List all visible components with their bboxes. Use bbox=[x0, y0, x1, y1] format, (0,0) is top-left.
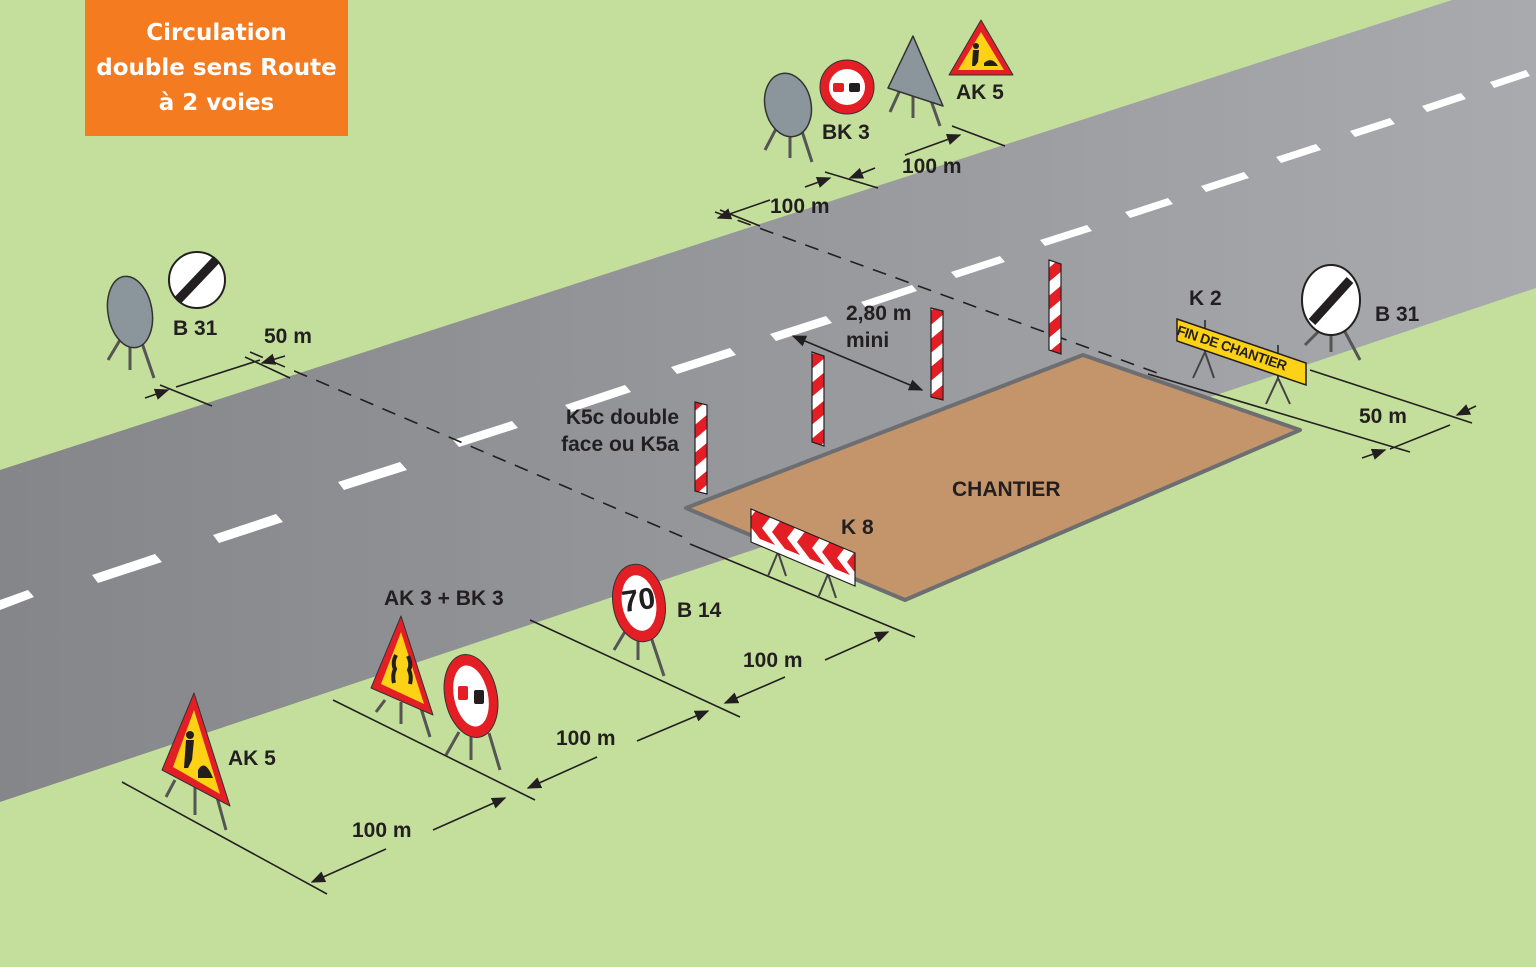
ak3-sign bbox=[370, 615, 434, 738]
distance-left-50: 50 m bbox=[264, 325, 312, 348]
k5-beacon-3 bbox=[930, 307, 944, 401]
sign-back-oval-left bbox=[106, 275, 156, 379]
sign-back-oval-far bbox=[763, 72, 814, 163]
k5-beacon-1 bbox=[694, 401, 708, 495]
distance-near-100-a: 100 m bbox=[743, 649, 803, 672]
k2-panel bbox=[1176, 317, 1307, 405]
sign-back-triangle-far bbox=[887, 35, 944, 127]
distance-far-100-b: 100 m bbox=[902, 155, 962, 178]
label-k5: K5c double face ou K5a bbox=[549, 404, 679, 458]
b14-speed-value: 70 bbox=[619, 581, 658, 620]
label-min-width-value: 2,80 m bbox=[846, 302, 912, 325]
b31-sign-right bbox=[1301, 264, 1362, 361]
label-k5-line-1: K5c double bbox=[565, 406, 679, 429]
label-min-width: 2,80 m mini bbox=[846, 300, 911, 354]
k5-beacon-4 bbox=[1048, 259, 1062, 355]
distance-right-50: 50 m bbox=[1359, 405, 1407, 428]
title-line-3: à 2 voies bbox=[158, 89, 275, 116]
ak5-sign-far bbox=[948, 19, 1014, 76]
diagram-title: Circulation double sens Route à 2 voies bbox=[85, 0, 348, 136]
bk3-sign-near bbox=[443, 654, 502, 771]
label-ak5-near: AK 5 bbox=[228, 747, 276, 770]
title-line-1: Circulation bbox=[146, 19, 287, 46]
b14-speed-sign bbox=[612, 563, 666, 677]
label-chantier: CHANTIER bbox=[952, 478, 1061, 501]
label-b31-left: B 31 bbox=[173, 317, 218, 340]
bk3-sign-far bbox=[819, 59, 875, 115]
k5-beacon-2 bbox=[811, 351, 825, 447]
label-k8: K 8 bbox=[841, 516, 874, 539]
distance-far-100-a: 100 m bbox=[770, 195, 830, 218]
label-min-width-suffix: mini bbox=[846, 329, 890, 352]
b31-sign-left bbox=[168, 251, 226, 309]
label-b31-right: B 31 bbox=[1375, 303, 1420, 326]
label-b14: B 14 bbox=[677, 599, 722, 622]
k5-beacons bbox=[694, 259, 1062, 495]
distance-near-100-c: 100 m bbox=[352, 819, 412, 842]
label-bk3-far: BK 3 bbox=[822, 121, 870, 144]
dashed-guide-lines bbox=[249, 211, 1161, 541]
dimension-lines bbox=[121, 125, 1477, 895]
label-ak3-bk3: AK 3 + BK 3 bbox=[384, 587, 504, 610]
road bbox=[0, 0, 1536, 802]
lane-markings bbox=[0, 70, 1530, 610]
distance-near-100-b: 100 m bbox=[556, 727, 616, 750]
label-ak5-far: AK 5 bbox=[956, 81, 1004, 104]
title-line-2: double sens Route bbox=[96, 54, 337, 81]
label-k5-line-2: face ou K5a bbox=[561, 433, 679, 456]
ak5-sign-near bbox=[161, 692, 231, 831]
label-k2: K 2 bbox=[1189, 287, 1222, 310]
